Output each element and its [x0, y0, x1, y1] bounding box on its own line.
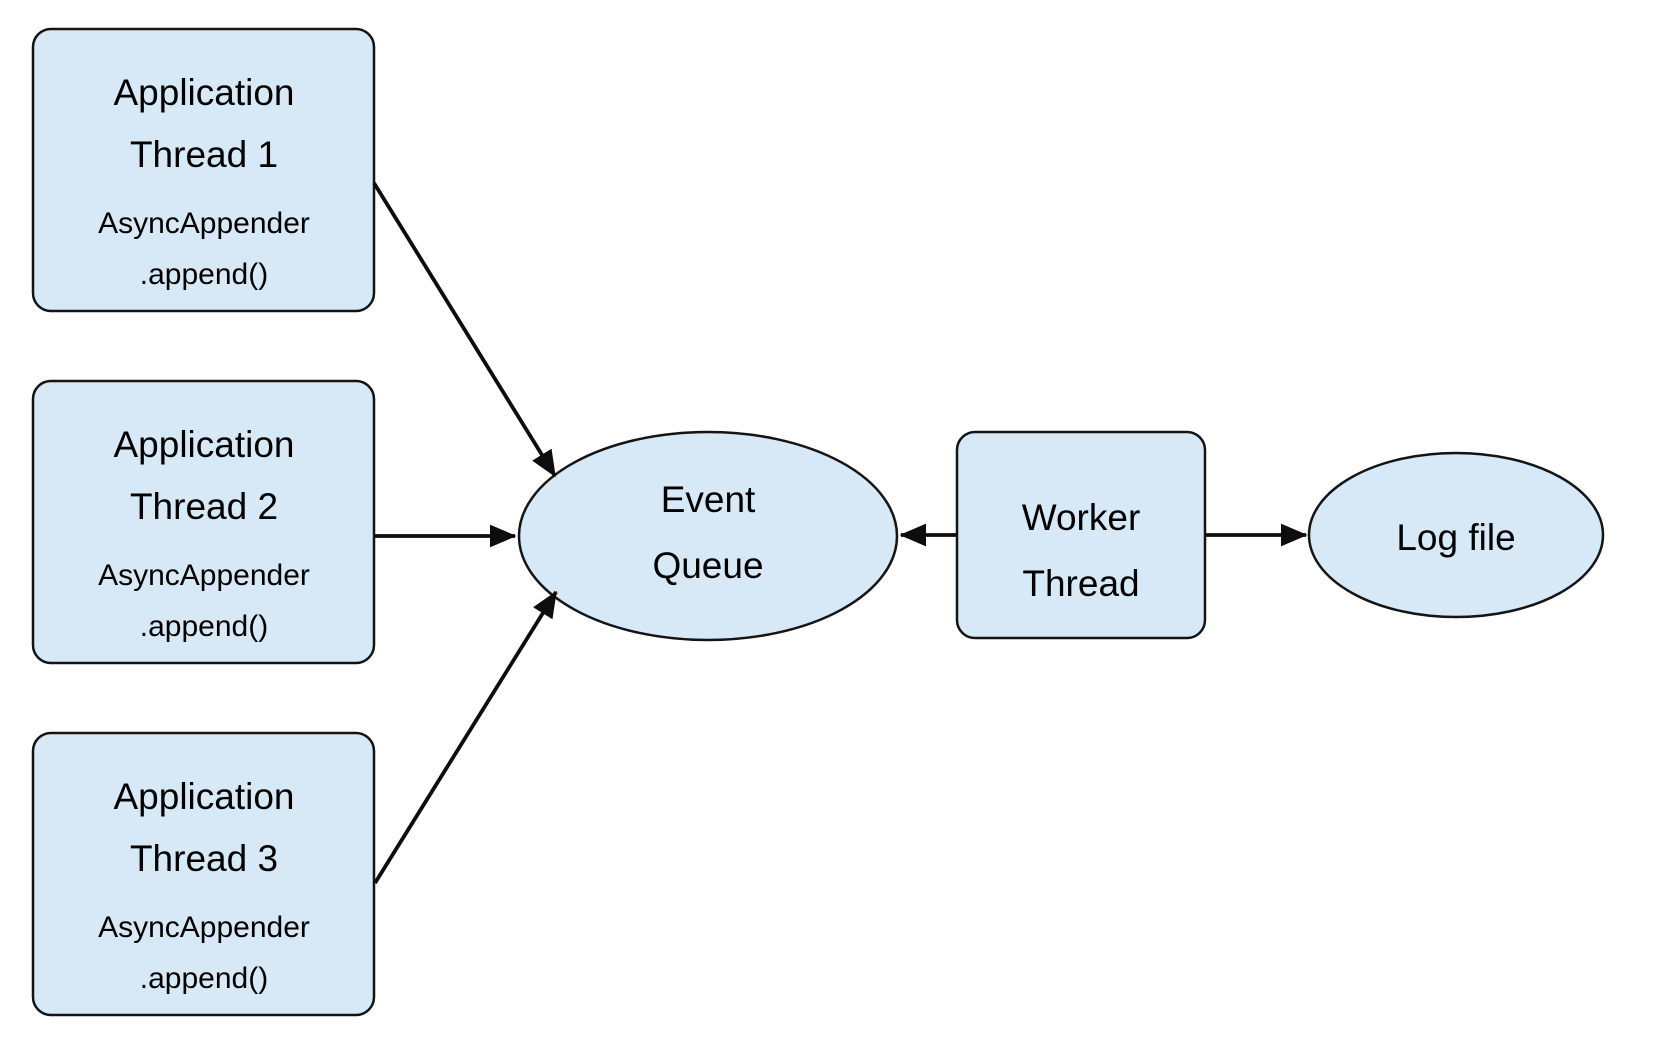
arrow-thread3-to-event-queue — [373, 590, 558, 885]
application-thread-1-subtitle-line1: AsyncAppender — [98, 207, 310, 240]
application-thread-2-subtitle-line2: .append() — [140, 610, 268, 643]
event-queue-ellipse — [517, 430, 899, 642]
event-queue-label-line1: Event — [661, 479, 756, 520]
application-thread-2-title-line2: Thread 2 — [130, 486, 278, 527]
node-application-thread-2: Application Thread 2 AsyncAppender .appe… — [31, 379, 376, 665]
application-thread-3-box — [31, 731, 376, 1017]
application-thread-2-box — [31, 379, 376, 665]
application-thread-3-subtitle-line1: AsyncAppender — [98, 911, 310, 944]
application-thread-2-title-line1: Application — [113, 424, 294, 465]
application-thread-1-subtitle-line2: .append() — [140, 258, 268, 291]
application-thread-1-box — [31, 27, 376, 313]
node-event-queue: Event Queue — [517, 430, 899, 642]
arrow-thread1-to-event-queue — [372, 182, 557, 478]
worker-thread-label-line1: Worker — [1022, 497, 1141, 538]
application-thread-3-title-line1: Application — [113, 776, 294, 817]
application-thread-2-subtitle-line1: AsyncAppender — [98, 559, 310, 592]
node-application-thread-3: Application Thread 3 AsyncAppender .appe… — [31, 731, 376, 1017]
application-thread-1-title-line1: Application — [113, 72, 294, 113]
node-log-file: Log file — [1307, 451, 1605, 619]
log-file-ellipse — [1307, 451, 1605, 619]
node-application-thread-1: Application Thread 1 AsyncAppender .appe… — [31, 27, 376, 313]
event-queue-label-line2: Queue — [652, 545, 763, 586]
log-file-label: Log file — [1396, 517, 1515, 558]
node-worker-thread: Worker Thread — [955, 430, 1207, 640]
application-thread-1-title-line2: Thread 1 — [130, 134, 278, 175]
worker-thread-label-line2: Thread — [1022, 563, 1139, 604]
application-thread-3-title-line2: Thread 3 — [130, 838, 278, 879]
application-thread-3-subtitle-line2: .append() — [140, 962, 268, 995]
